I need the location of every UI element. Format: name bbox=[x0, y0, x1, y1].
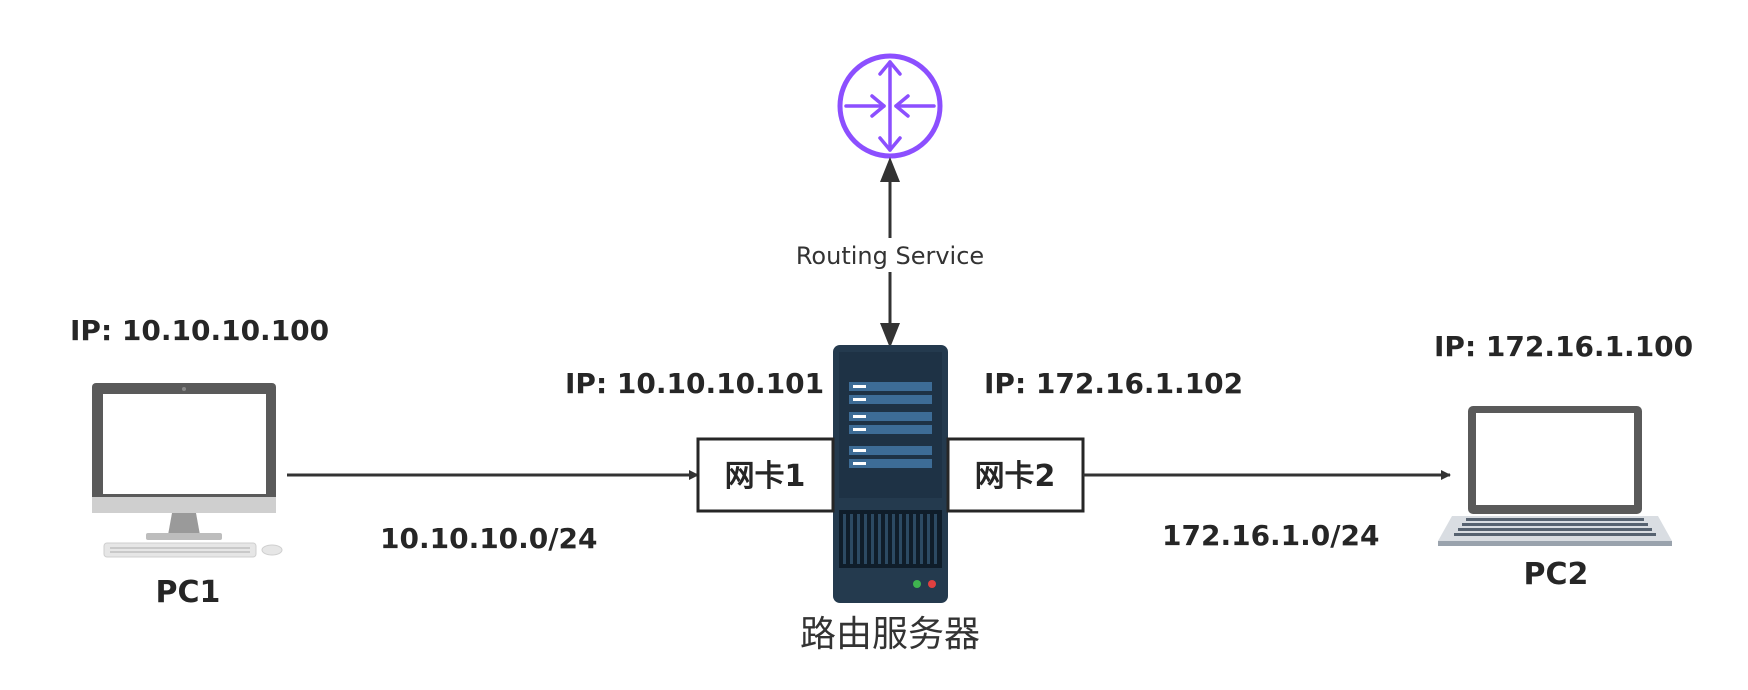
routing-arrow-down bbox=[880, 323, 900, 348]
nic1-label: 网卡1 bbox=[725, 459, 806, 494]
routing-service-label: Routing Service bbox=[796, 242, 984, 270]
right-network-subnet: 172.16.1.0/24 bbox=[1162, 519, 1379, 552]
pc1-ip: IP: 10.10.10.100 bbox=[70, 314, 329, 347]
pc2-ip: IP: 172.16.1.100 bbox=[1434, 330, 1693, 363]
server-tower-icon bbox=[833, 345, 948, 603]
laptop-icon bbox=[1438, 406, 1672, 546]
pc1-label: PC1 bbox=[156, 575, 221, 610]
pc2-label: PC2 bbox=[1524, 557, 1589, 592]
nic2-label: 网卡2 bbox=[975, 459, 1056, 494]
left-network-subnet: 10.10.10.0/24 bbox=[380, 522, 597, 555]
router-icon bbox=[837, 53, 943, 159]
nic2-ip: IP: 172.16.1.102 bbox=[984, 367, 1243, 400]
routing-arrow-up bbox=[880, 157, 900, 182]
desktop-monitor-icon bbox=[92, 383, 283, 558]
nic1-ip: IP: 10.10.10.101 bbox=[565, 367, 824, 400]
server-label: 路由服务器 bbox=[800, 614, 980, 655]
nic2-box: 网卡2 bbox=[946, 437, 1085, 513]
nic1-box: 网卡1 bbox=[696, 437, 835, 513]
